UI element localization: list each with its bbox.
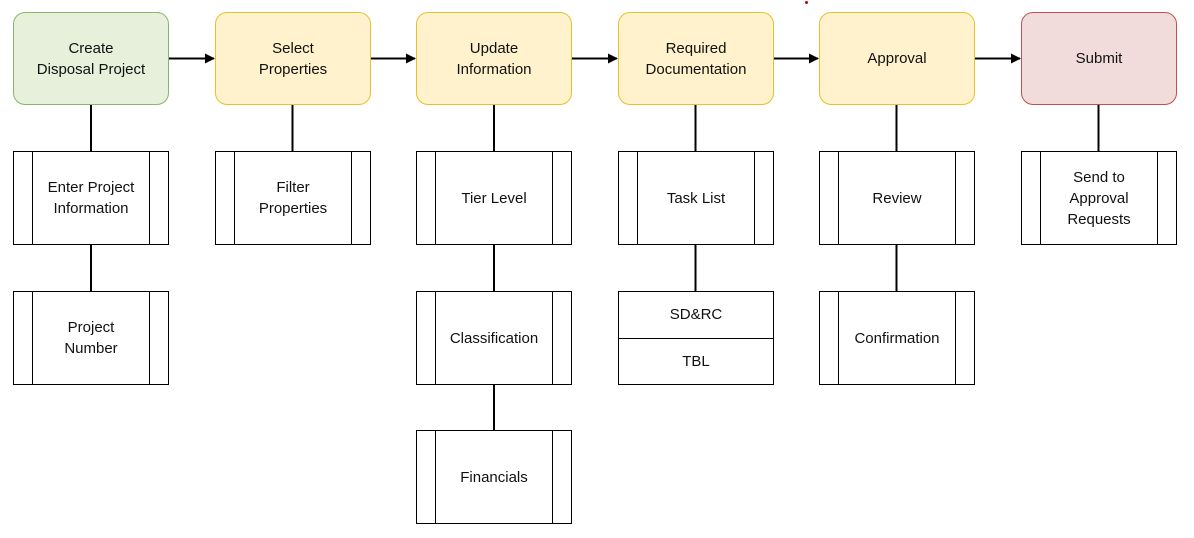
subprocess-project-number: Project Number bbox=[13, 291, 169, 385]
stage-select-properties: Select Properties bbox=[215, 12, 371, 105]
subprocess-filter-properties: Filter Properties bbox=[215, 151, 371, 245]
subprocess-classification: Classification bbox=[416, 291, 572, 385]
document-list: SD&RC TBL bbox=[618, 291, 774, 385]
stray-dot bbox=[805, 1, 808, 4]
stage-update-information: Update Information bbox=[416, 12, 572, 105]
stage-required-documentation: Required Documentation bbox=[618, 12, 774, 105]
subprocess-financials: Financials bbox=[416, 430, 572, 524]
subprocess-confirmation: Confirmation bbox=[819, 291, 975, 385]
stage-create-disposal-project: Create Disposal Project bbox=[13, 12, 169, 105]
subprocess-task-list: Task List bbox=[618, 151, 774, 245]
subprocess-send-to-approval-requests: Send to Approval Requests bbox=[1021, 151, 1177, 245]
subprocess-enter-project-information: Enter Project Information bbox=[13, 151, 169, 245]
subprocess-tier-level: Tier Level bbox=[416, 151, 572, 245]
stage-submit: Submit bbox=[1021, 12, 1177, 105]
document-sdrc: SD&RC bbox=[669, 306, 723, 324]
subprocess-review: Review bbox=[819, 151, 975, 245]
stage-approval: Approval bbox=[819, 12, 975, 105]
document-tbl: TBL bbox=[619, 337, 773, 385]
